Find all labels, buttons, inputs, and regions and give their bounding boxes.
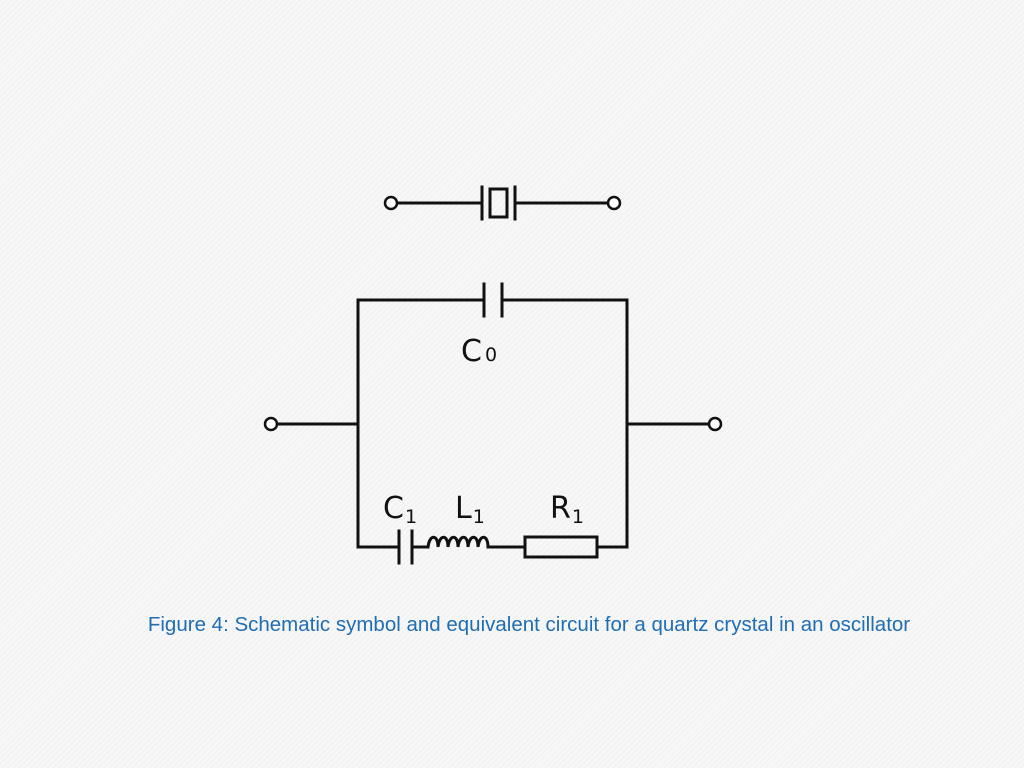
crystal-terminal-left [383, 195, 399, 211]
output-terminal [707, 416, 723, 432]
crystal-body [488, 187, 509, 219]
crystal-symbol [383, 185, 622, 221]
c1-label: C1 [383, 491, 417, 528]
crystal-terminal-right [606, 195, 622, 211]
r1-resistor [523, 535, 599, 559]
input-terminal [263, 416, 279, 432]
l1-coil [426, 535, 526, 549]
l1-label: L1 [455, 491, 485, 528]
r1-label: R1 [550, 491, 584, 528]
figure-caption: Figure 4: Schematic symbol and equivalen… [147, 613, 911, 636]
